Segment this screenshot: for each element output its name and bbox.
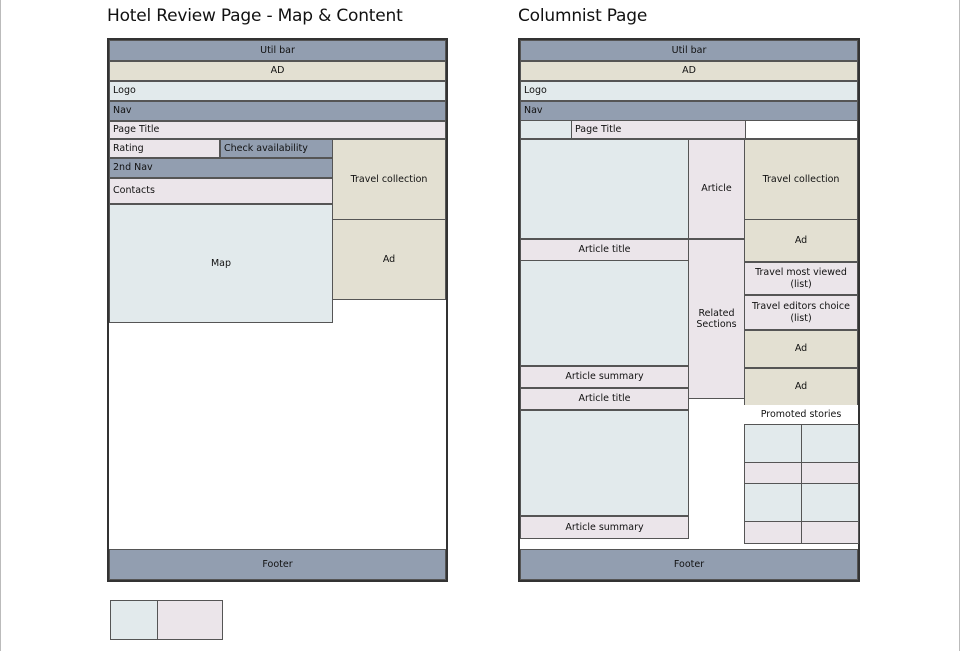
logo: Logo bbox=[520, 81, 858, 101]
travel-collection: Travel collection bbox=[744, 139, 858, 220]
promoted-story-image bbox=[744, 424, 802, 463]
promoted-story-title bbox=[744, 462, 802, 484]
related-sections: Related Sections bbox=[688, 239, 745, 399]
ad-banner: AD bbox=[109, 61, 446, 81]
footer: Footer bbox=[109, 549, 446, 580]
article-image bbox=[520, 410, 689, 516]
article-image bbox=[520, 260, 689, 366]
util-bar: Util bar bbox=[520, 40, 858, 61]
ad-banner: AD bbox=[520, 61, 858, 81]
nav: Nav bbox=[520, 101, 858, 121]
check-availability: Check availability bbox=[220, 139, 333, 158]
util-bar: Util bar bbox=[109, 40, 446, 61]
ad-side: Ad bbox=[744, 368, 858, 406]
page-title-block: Page Title bbox=[109, 121, 446, 139]
promoted-stories-heading: Promoted stories bbox=[744, 405, 858, 425]
ad-side: Ad bbox=[332, 219, 446, 300]
article-summary: Article summary bbox=[520, 516, 689, 539]
promoted-story-image bbox=[801, 483, 859, 522]
legend-swatch-lavender bbox=[157, 600, 223, 640]
nav: Nav bbox=[109, 101, 446, 121]
article-title: Article title bbox=[520, 388, 689, 410]
promoted-story-title bbox=[801, 521, 859, 544]
ad-side: Ad bbox=[744, 330, 858, 368]
hotel-page-title: Hotel Review Page - Map & Content bbox=[107, 6, 403, 26]
logo: Logo bbox=[109, 81, 446, 101]
promoted-story-title bbox=[801, 462, 859, 484]
legend-swatch-light-blue bbox=[110, 600, 158, 640]
columnist-image bbox=[520, 120, 572, 139]
contacts: Contacts bbox=[109, 178, 333, 204]
blank-block bbox=[745, 120, 858, 139]
second-nav: 2nd Nav bbox=[109, 158, 333, 178]
article-summary: Article summary bbox=[520, 366, 689, 388]
promoted-story-image bbox=[744, 483, 802, 522]
footer: Footer bbox=[520, 549, 858, 580]
article: Article bbox=[688, 139, 745, 239]
article-image bbox=[520, 139, 689, 239]
travel-editors-choice: Travel editors choice (list) bbox=[744, 295, 858, 330]
columnist-page-title: Columnist Page bbox=[518, 6, 648, 26]
promoted-story-title bbox=[744, 521, 802, 544]
travel-collection: Travel collection bbox=[332, 139, 446, 220]
promoted-story-image bbox=[801, 424, 859, 463]
travel-most-viewed: Travel most viewed (list) bbox=[744, 262, 858, 295]
article-title: Article title bbox=[520, 239, 689, 261]
page-title-block: Page Title bbox=[571, 120, 746, 139]
rating: Rating bbox=[109, 139, 220, 158]
ad-side: Ad bbox=[744, 219, 858, 262]
map: Map bbox=[109, 204, 333, 323]
